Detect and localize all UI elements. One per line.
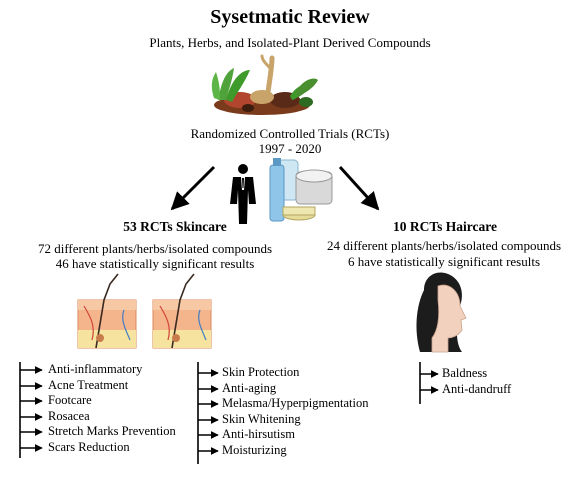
rct-label: Randomized Controlled Trials (RCTs) xyxy=(190,126,390,141)
subtitle: Plants, Herbs, and Isolated-Plant Derive… xyxy=(149,35,431,50)
haircare-plants-count: 24 different plants/herbs/isolated compo… xyxy=(326,238,562,253)
herbs-illustration xyxy=(211,54,318,115)
cosmetics-icon xyxy=(269,158,333,222)
list-item: Skin Whitening xyxy=(222,411,301,426)
list-item: Stretch Marks Prevention xyxy=(48,424,176,438)
list-item: Moisturizing xyxy=(222,442,287,457)
person-icon xyxy=(230,164,256,224)
list-item: Anti-dandruff xyxy=(442,381,512,396)
skin-cross-section-icon xyxy=(77,273,137,349)
skincare-outcomes-list-left: Anti-inflammatory Acne Treatment Footcar… xyxy=(48,362,176,455)
list-item: Melasma/Hyperpigmentation xyxy=(222,396,369,410)
list-item: Anti-inflammatory xyxy=(48,362,143,376)
woman-profile-icon xyxy=(416,272,467,353)
arrow-to-haircare xyxy=(338,165,380,211)
list-item: Baldness xyxy=(442,366,488,380)
skincare-list-left-tree xyxy=(19,362,43,458)
haircare-significant-count: 6 have statistically significant results xyxy=(347,254,541,269)
skincare-heading: 53 RCTs Skincare xyxy=(123,219,227,234)
list-item: Anti-aging xyxy=(222,380,277,395)
skincare-significant-count: 46 have statistically significant result… xyxy=(55,256,255,271)
haircare-list-tree xyxy=(419,362,439,404)
list-item: Skin Protection xyxy=(222,365,300,379)
haircare-outcomes-list: Baldness Anti-dandruff xyxy=(442,366,511,397)
list-item: Anti-hirsutism xyxy=(222,427,295,441)
list-item: Footcare xyxy=(48,393,92,407)
arrow-to-skincare xyxy=(170,165,216,211)
page-title: Sysetmatic Review xyxy=(210,6,370,28)
skin-cross-section-icon xyxy=(152,273,212,349)
skincare-plants-count: 72 different plants/herbs/isolated compo… xyxy=(37,241,273,256)
rct-years: 1997 - 2020 xyxy=(258,141,322,156)
list-item: Scars Reduction xyxy=(48,439,130,454)
list-item: Rosacea xyxy=(48,408,90,423)
skincare-list-right-tree xyxy=(197,362,219,464)
list-item: Acne Treatment xyxy=(48,377,129,392)
skincare-outcomes-list-right: Skin Protection Anti-aging Melasma/Hyper… xyxy=(222,365,369,458)
haircare-heading: 10 RCTs Haircare xyxy=(393,219,497,234)
